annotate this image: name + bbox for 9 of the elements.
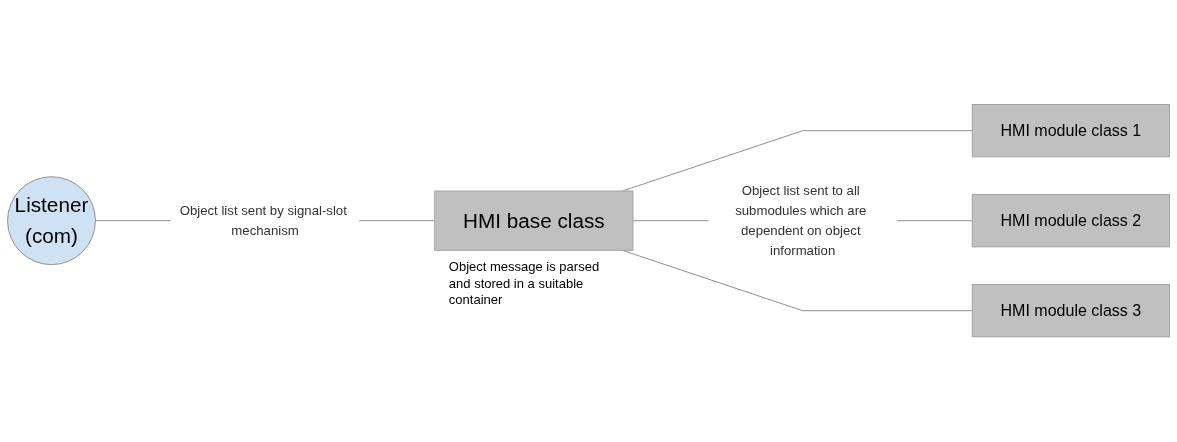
node-caption: Object message is parsed and stored in a suitable container <box>448 258 601 310</box>
edge-label: Object list sent to all submodules which are dependent on object information <box>735 183 867 258</box>
node-box: HMI module class 2 <box>971 194 1170 248</box>
edge-label: Object list sent by signal-slot mechanism <box>179 203 347 238</box>
node-box: HMI module class 3 <box>971 284 1170 338</box>
node-box: HMI module class 1 <box>971 104 1170 158</box>
connector <box>622 130 973 192</box>
node-circle: Listener (com) <box>7 176 96 266</box>
node-box: HMI base class <box>434 190 634 252</box>
